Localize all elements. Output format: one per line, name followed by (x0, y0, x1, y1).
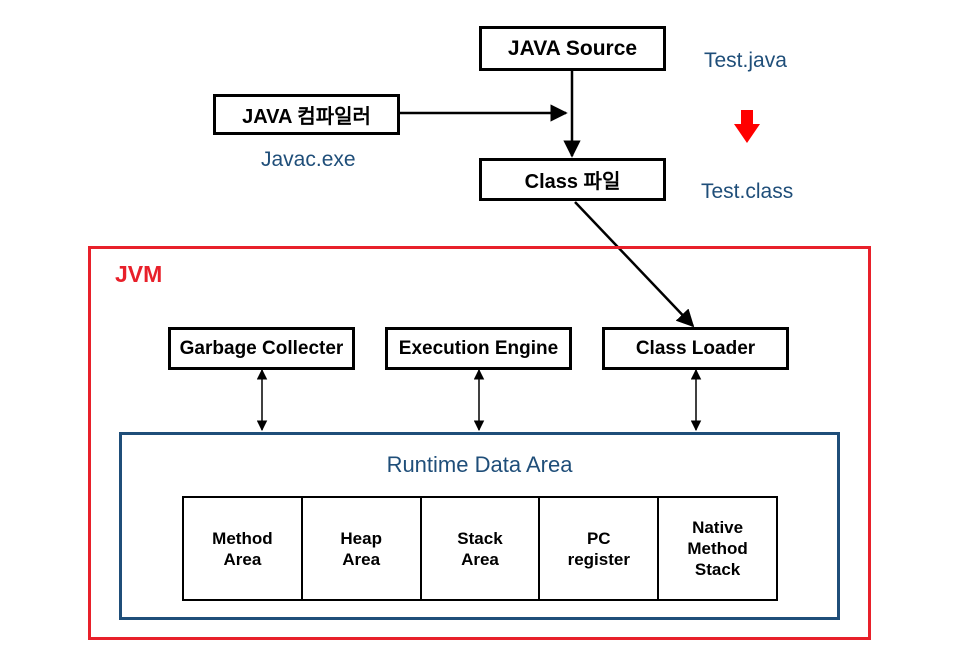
heap-area-cell: Heap Area (303, 498, 422, 599)
compiler-exe-note: Javac.exe (261, 148, 356, 171)
class-file-box: Class 파일 (479, 158, 666, 201)
runtime-data-area-title: Runtime Data Area (386, 452, 573, 477)
class-loader-box: Class Loader (602, 327, 789, 370)
native-method-stack-cell: Native Method Stack (687, 518, 748, 579)
garbage-collector-box: Garbage Collecter (168, 327, 355, 370)
execution-engine-box: Execution Engine (385, 327, 572, 370)
stack-area-cell: Stack Area (422, 498, 541, 599)
class-output-note: Test.class (701, 180, 794, 203)
source-file-note: Test.java (704, 49, 787, 72)
pc-register-cell: PC register (540, 498, 660, 599)
runtime-data-area-frame (119, 432, 840, 620)
runtime-areas-table: Method Area Heap Area Stack Area PC regi… (182, 496, 778, 601)
java-source-box: JAVA Source (479, 26, 666, 71)
jvm-label: JVM (115, 261, 163, 287)
java-compiler-box: JAVA 컴파일러 (213, 94, 400, 135)
jvm-frame (88, 246, 871, 640)
down-arrow-icon (734, 110, 760, 143)
class-to-loader-arrow (574, 201, 695, 328)
method-area-cell: Method Area (184, 498, 303, 599)
